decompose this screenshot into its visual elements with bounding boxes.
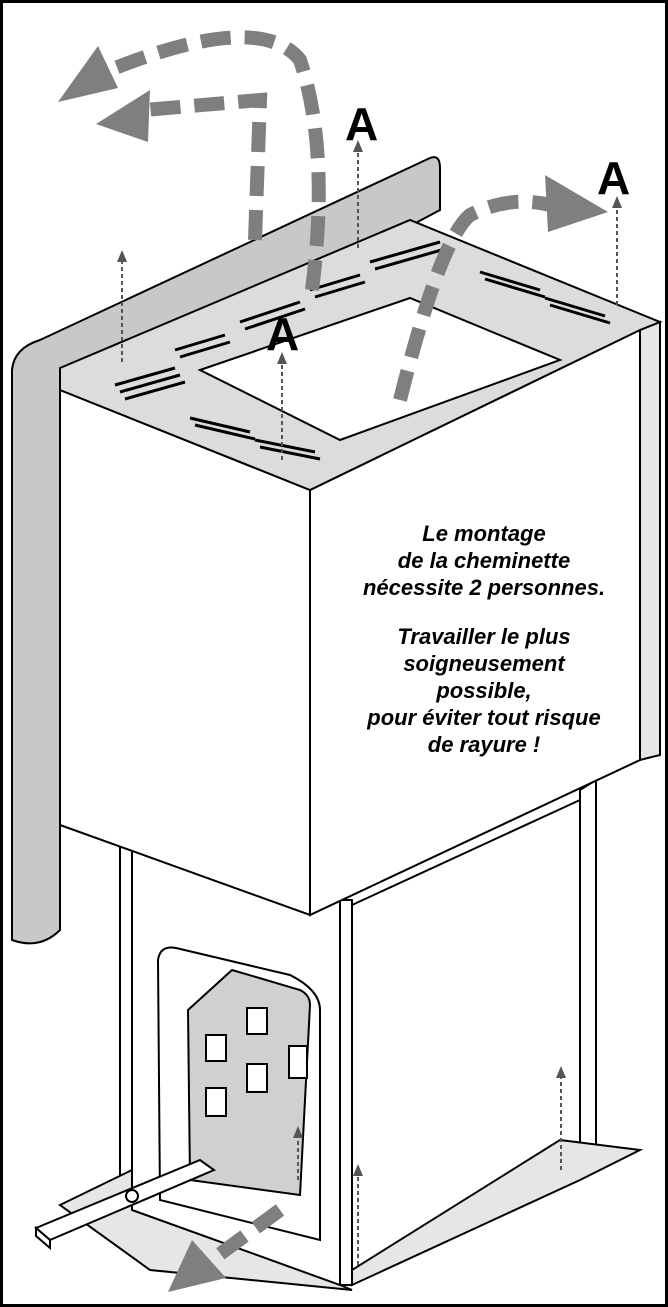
note-line-6: possible, — [435, 678, 531, 703]
removal-arrows — [107, 30, 552, 1271]
lift-arrowheads — [117, 140, 622, 1176]
plate-hole — [205, 1087, 227, 1117]
callout-a-right: A — [597, 152, 630, 204]
plate-hole — [288, 1045, 308, 1079]
plate-hole — [205, 1034, 227, 1062]
note-line-7: pour éviter tout risque — [366, 705, 600, 730]
note-line-5: soigneusement — [403, 651, 566, 676]
lever-bar — [34, 1158, 217, 1251]
note-line-3: nécessite 2 personnes. — [363, 575, 605, 600]
callout-a-top: A — [345, 98, 378, 150]
callout-a-left: A — [266, 308, 299, 360]
plate-hole — [246, 1007, 268, 1035]
top-opening — [197, 296, 563, 442]
note-line-1: Le montage — [422, 521, 545, 546]
plate-hole — [246, 1063, 268, 1093]
note-line-2: de la cheminette — [398, 548, 570, 573]
fire-door-frame — [156, 946, 321, 1242]
removal-arrowheads — [58, 46, 608, 1292]
cabinet-right-edge — [639, 320, 661, 762]
lift-arrows — [121, 144, 618, 1265]
assembly-note: Le montage de la cheminette nécessite 2 … — [363, 521, 605, 757]
lower-frame — [58, 778, 644, 1291]
note-line-4: Travailler le plus — [397, 624, 570, 649]
note-line-8: de rayure ! — [428, 732, 541, 757]
top-vents — [114, 240, 611, 461]
